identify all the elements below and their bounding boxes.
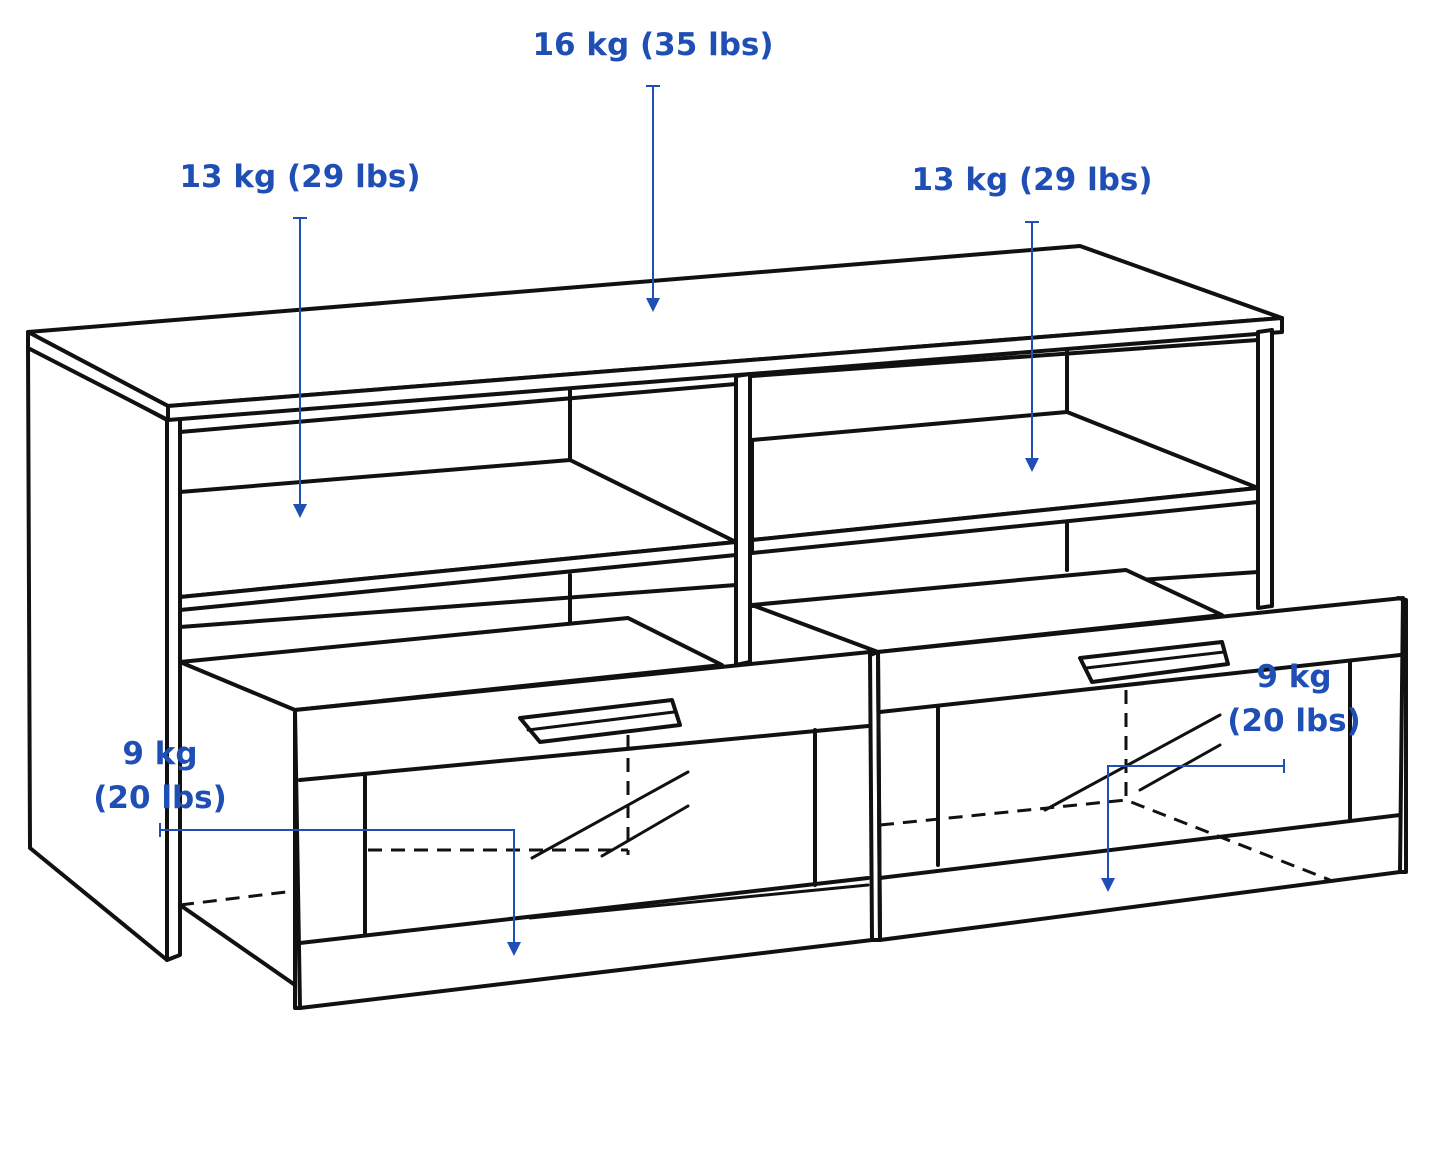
left-drawer-handle: [518, 698, 682, 744]
left-drawer: [178, 616, 874, 1010]
right-shelf-load-arrow: [1025, 221, 1039, 472]
right-side-panel: [1256, 328, 1274, 610]
left-shelf-load-arrow: [293, 217, 307, 518]
right-drawer: [750, 568, 1408, 942]
inner-top-edge-left: [178, 382, 738, 434]
left-drawer-load-arrow: [159, 823, 521, 956]
right-upper-shelf: [750, 410, 1260, 555]
left-upper-shelf: [178, 458, 738, 612]
top-board: [26, 244, 1284, 422]
left-drawer-load-lbs: (20 lbs): [93, 780, 227, 816]
top-load-arrow: [646, 85, 660, 312]
right-shelf-load-label: 13 kg (29 lbs): [911, 162, 1152, 198]
right-drawer-load-kg: 9 kg: [1256, 659, 1331, 695]
left-side-panel: [26, 343, 182, 962]
right-drawer-load-lbs: (20 lbs): [1227, 703, 1361, 739]
left-shelf-load-label: 13 kg (29 lbs): [179, 159, 420, 195]
right-drawer-handle: [1078, 640, 1230, 684]
left-drawer-load-kg: 9 kg: [122, 736, 197, 772]
inner-top-edge-right: [750, 338, 1260, 378]
center-divider: [734, 372, 752, 667]
top-load-label: 16 kg (35 lbs): [532, 27, 773, 63]
right-drawer-load-arrow: [1101, 759, 1285, 892]
lower-shelf-edge-left: [178, 583, 738, 629]
